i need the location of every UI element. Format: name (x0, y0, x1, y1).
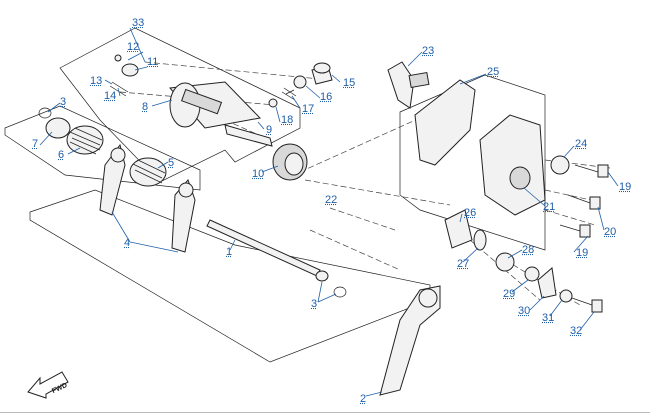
callout-25[interactable]: 25 (487, 66, 500, 78)
shift-drum (168, 81, 273, 147)
pin-15 (311, 62, 333, 85)
group-box-33 (59, 27, 301, 183)
dash-line (299, 117, 421, 173)
group-box-shaft (29, 189, 431, 363)
callout-18[interactable]: 18 (281, 114, 294, 126)
callout-7[interactable]: 7 (32, 138, 39, 150)
callout-9[interactable]: 9 (266, 124, 273, 136)
shift-fork-right (171, 179, 196, 253)
group-box-left (4, 105, 201, 191)
washer-29 (524, 266, 540, 282)
washer-31 (559, 289, 573, 303)
cover-21 (479, 114, 546, 216)
callout-17[interactable]: 17 (302, 103, 315, 115)
clip-3b (333, 286, 347, 298)
bolt-19-lower (559, 224, 591, 238)
callout-14[interactable]: 14 (104, 90, 117, 102)
callout-20[interactable]: 20 (604, 226, 617, 238)
callout-21[interactable]: 21 (543, 201, 556, 213)
callout-32[interactable]: 32 (570, 325, 583, 337)
bearing-10 (272, 143, 308, 181)
spring-14 (109, 81, 129, 97)
gear-23 (387, 61, 430, 109)
seal-24 (550, 155, 570, 175)
bolt-32 (571, 297, 603, 313)
ring-7 (45, 117, 71, 139)
callout-28[interactable]: 28 (522, 244, 535, 256)
dash-line (329, 207, 396, 231)
callout-15[interactable]: 15 (343, 77, 356, 89)
ball-18 (268, 98, 278, 108)
callout-6[interactable]: 6 (58, 149, 65, 161)
callout-19-lower[interactable]: 19 (576, 247, 589, 259)
bottom-divider (0, 412, 650, 413)
spring-5 (129, 157, 167, 187)
fork-shaft (206, 219, 329, 282)
bolt-20 (567, 194, 601, 210)
callout-27[interactable]: 27 (457, 258, 470, 270)
plate-26 (444, 209, 473, 249)
callout-11[interactable]: 11 (147, 56, 159, 68)
callout-29[interactable]: 29 (503, 288, 516, 300)
callout-10[interactable]: 10 (252, 168, 265, 180)
washer-16 (293, 75, 307, 89)
fwd-arrow-icon (27, 371, 69, 399)
bolt-19-upper (574, 164, 609, 178)
callout-1[interactable]: 1 (226, 246, 233, 258)
callout-30[interactable]: 30 (518, 305, 531, 317)
dash-line (309, 229, 401, 271)
callout-23[interactable]: 23 (422, 45, 435, 57)
callout-24[interactable]: 24 (575, 138, 588, 150)
callout-8[interactable]: 8 (142, 101, 149, 113)
spring-6 (66, 125, 104, 155)
callout-12[interactable]: 12 (127, 41, 140, 53)
gasket-25 (414, 79, 476, 166)
callout-2[interactable]: 2 (360, 393, 367, 405)
shaft-27 (473, 229, 487, 251)
callout-33[interactable]: 33 (132, 17, 145, 29)
shift-fork-left (99, 143, 126, 216)
callout-22[interactable]: 22 (325, 194, 338, 206)
callout-26[interactable]: 26 (464, 207, 477, 219)
spring-17 (281, 87, 297, 101)
washer-11 (121, 63, 139, 77)
bolt-12 (114, 54, 122, 62)
clip-3 (38, 107, 52, 119)
callout-4[interactable]: 4 (124, 237, 131, 249)
callout-31[interactable]: 31 (542, 312, 555, 324)
callout-16[interactable]: 16 (320, 91, 333, 103)
shift-lever (379, 285, 441, 396)
group-box-cover (399, 74, 546, 251)
callout-13[interactable]: 13 (90, 75, 103, 87)
dash-line (304, 179, 451, 206)
callout-3-upper[interactable]: 3 (60, 96, 67, 108)
callout-5[interactable]: 5 (168, 157, 175, 169)
callout-3-lower[interactable]: 3 (311, 298, 318, 310)
callout-19-upper[interactable]: 19 (619, 181, 632, 193)
spring-30 (537, 267, 557, 299)
